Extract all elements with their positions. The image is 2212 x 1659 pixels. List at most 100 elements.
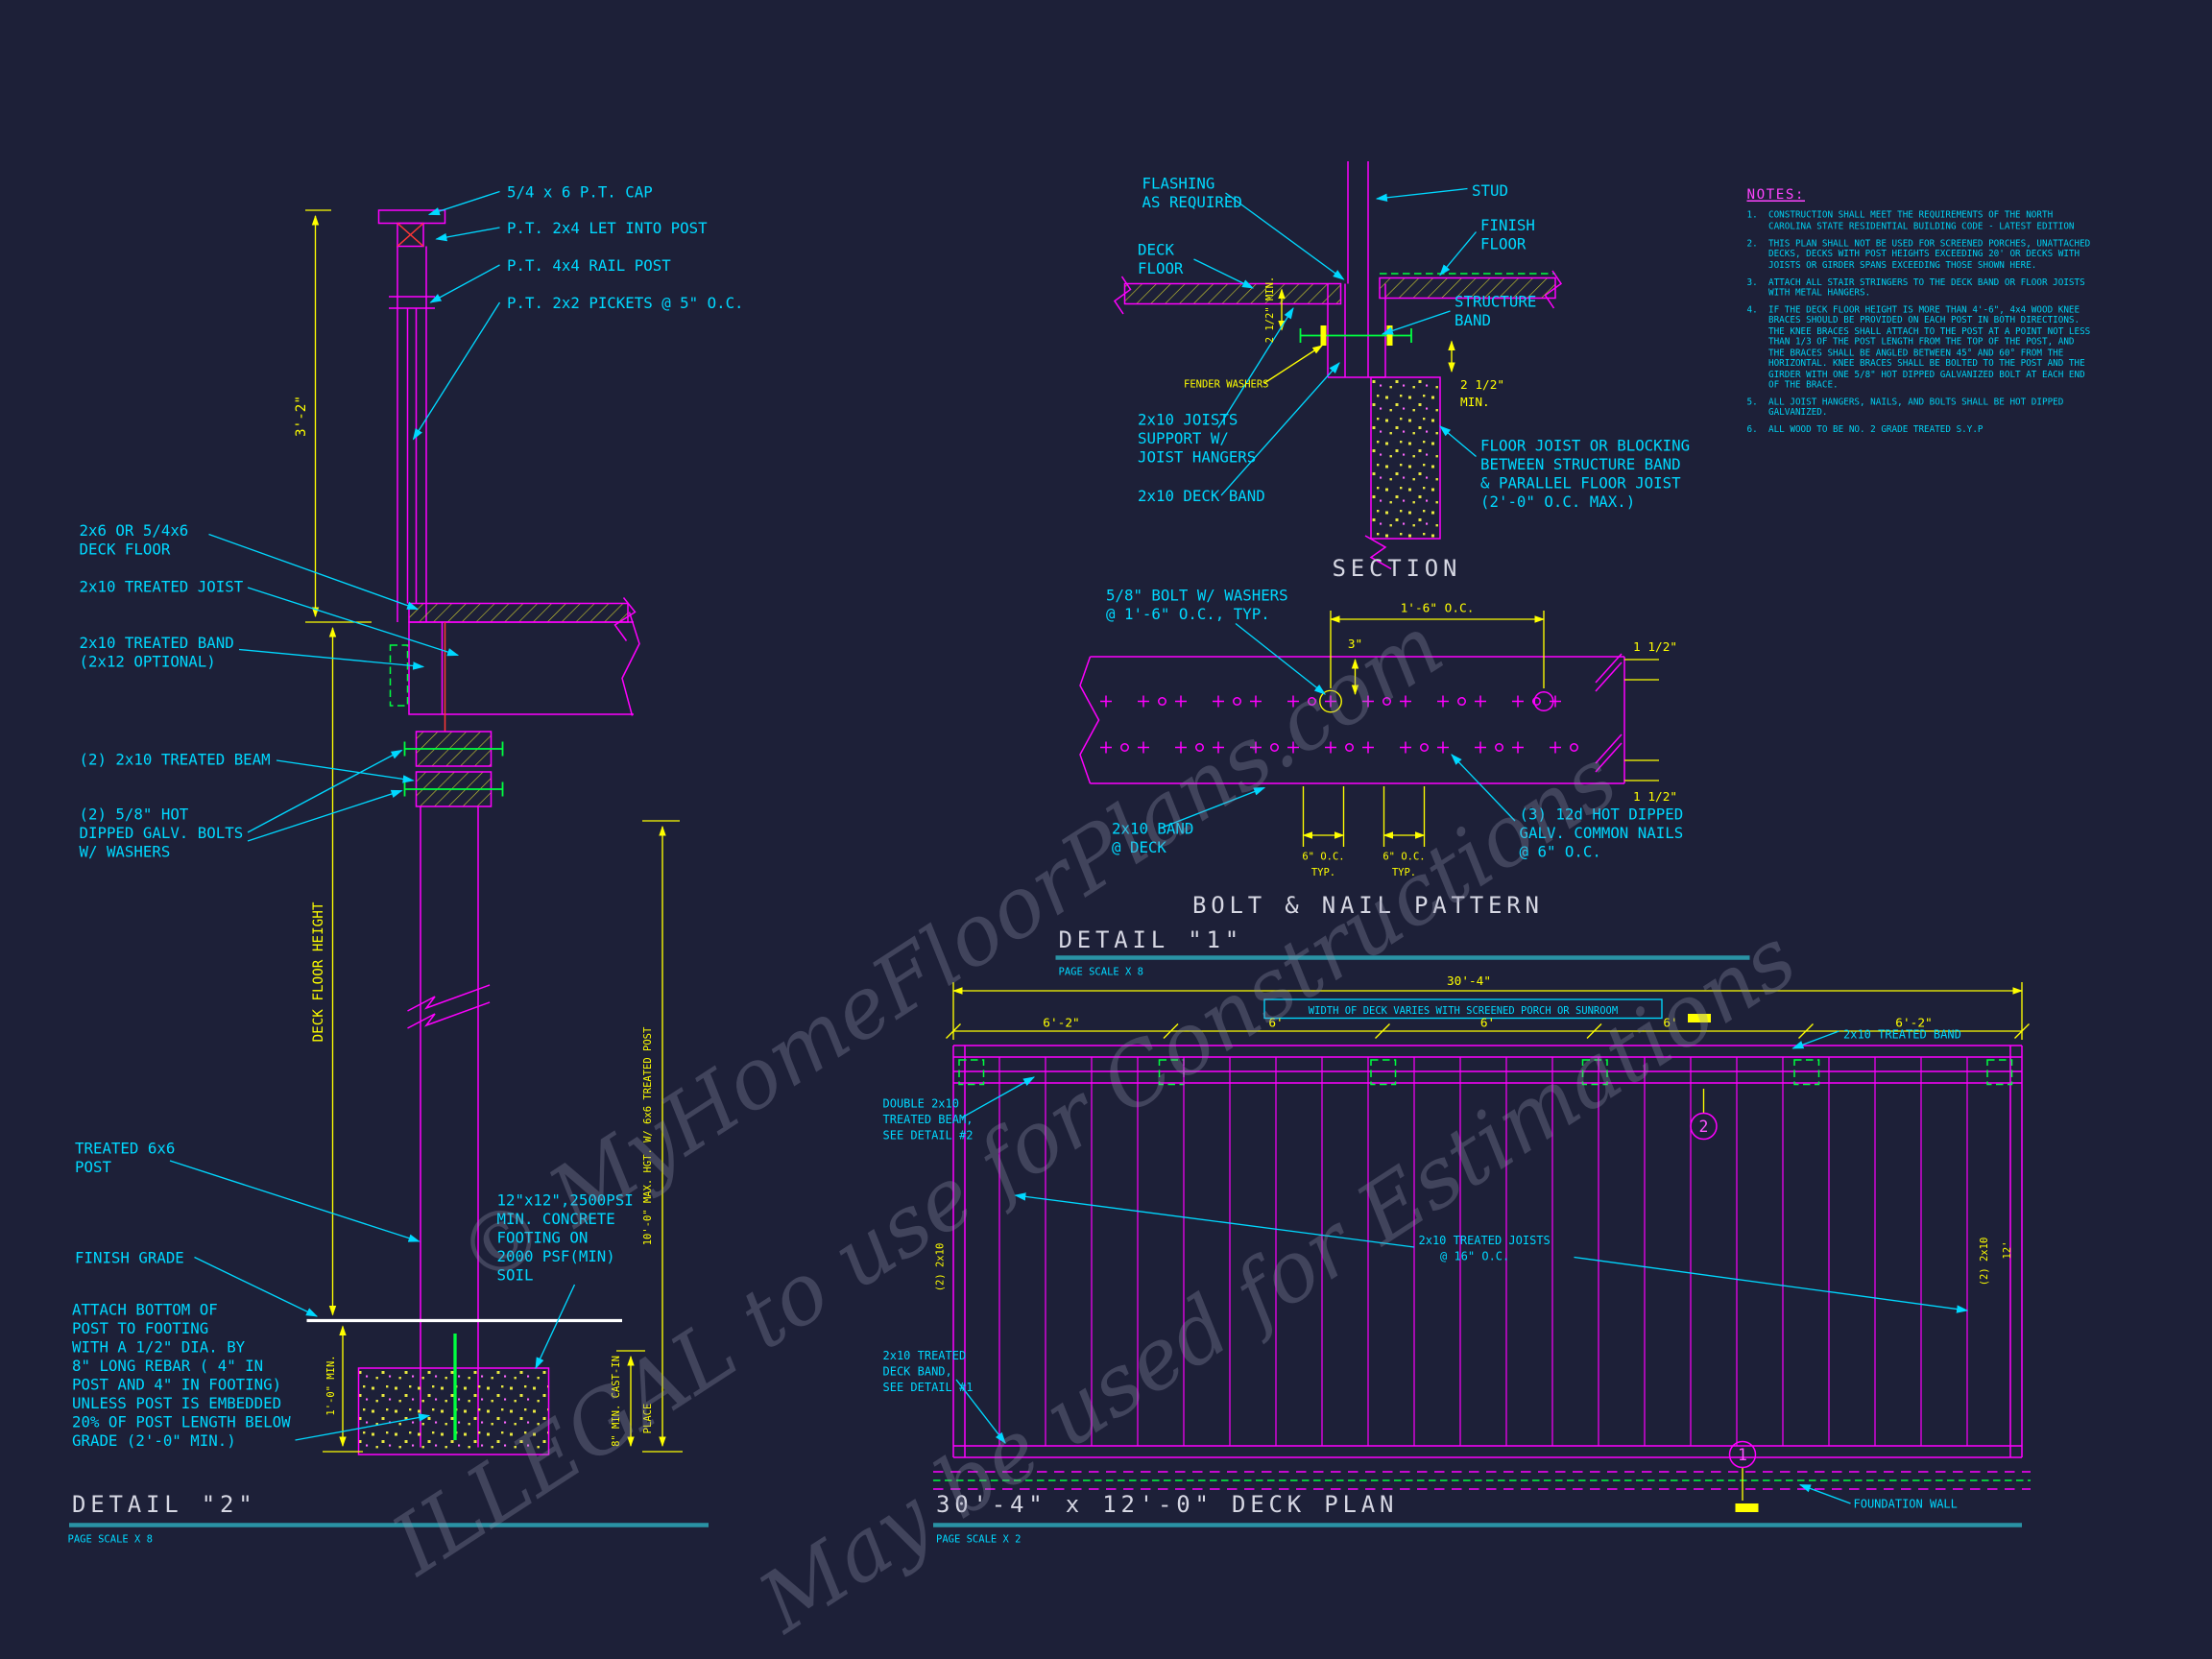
note-text: ALL WOOD TO BE NO. 2 GRADE TREATED S.Y.P [1768, 424, 1984, 436]
label-plan-joists-2: @ 16" O.C. [1440, 1250, 1509, 1263]
label-plan-deck-band-3: SEE DETAIL #1 [883, 1381, 974, 1394]
section-title: SECTION [1333, 555, 1462, 582]
detail2-drawing [169, 190, 683, 1455]
note-text: THIS PLAN SHALL NOT BE USED FOR SCREENED… [1768, 238, 2091, 271]
label-stud: STUD [1472, 181, 1508, 200]
label-attach-7: 20% OF POST LENGTH BELOW [72, 1413, 291, 1431]
label-joists-2: SUPPORT W/ [1138, 429, 1229, 447]
label-band-1: 2x10 TREATED BAND [80, 634, 234, 652]
label-bolts-2: DIPPED GALV. BOLTS [80, 824, 244, 842]
label-plan-deck-band-1: 2x10 TREATED [883, 1349, 967, 1362]
note-item: 1. CONSTRUCTION SHALL MEET THE REQUIREME… [1747, 211, 2093, 232]
label-deck-band: 2x10 DECK BAND [1138, 487, 1265, 505]
label-band-deck-1: 2x10 BAND [1112, 820, 1193, 838]
note-number: 2. [1746, 238, 1758, 250]
notes-panel: NOTES: 1. CONSTRUCTION SHALL MEET THE RE… [1747, 187, 2093, 443]
label-nails-2: GALV. COMMON NAILS [1520, 824, 1684, 842]
note-item: 3. ATTACH ALL STAIR STRINGERS TO THE DEC… [1747, 277, 2093, 299]
label-dbl-beam-3: SEE DETAIL #2 [883, 1129, 974, 1142]
detail2-page-scale: PAGE SCALE X 8 [68, 1534, 154, 1546]
detail1-drawing [1079, 611, 1659, 847]
label-plan-deck-band-2: DECK BAND, [883, 1365, 952, 1379]
callout-2: 2 [1699, 1118, 1709, 1136]
note-number: 4. [1746, 304, 1758, 316]
dim-top-edge: 3" [1348, 637, 1362, 652]
dim-edge-bot: 1 1/2" [1633, 790, 1677, 805]
label-band-2: (2x12 OPTIONAL) [80, 653, 216, 671]
label-floor-joist-4: (2'-0" O.C. MAX.) [1480, 493, 1635, 511]
label-finish-floor-2: FLOOR [1480, 235, 1527, 253]
label-footing-3: FOOTING ON [497, 1229, 589, 1247]
label-deck-floor-1: 2x6 OR 5/4x6 [80, 521, 189, 540]
label-floor-joist-2: BETWEEN STRUCTURE BAND [1480, 455, 1681, 473]
note-item: 2. THIS PLAN SHALL NOT BE USED FOR SCREE… [1747, 239, 2093, 271]
label-attach-1: ATTACH BOTTOM OF [72, 1301, 218, 1319]
section-labels: FLASHING AS REQUIRED STUD FINISH FLOOR D… [1138, 175, 1690, 583]
label-band-deck-2: @ DECK [1112, 838, 1166, 856]
label-bolt-1: 5/8" BOLT W/ WASHERS [1106, 587, 1288, 605]
label-finish-floor-1: FINISH [1480, 216, 1535, 234]
note-item: 5. ALL JOIST HANGERS, NAILS, AND BOLTS S… [1747, 397, 2093, 419]
label-sec-deck-floor-1: DECK [1138, 241, 1174, 259]
detail1-page-scale: PAGE SCALE X 8 [1059, 967, 1144, 978]
pattern-title: BOLT & NAIL PATTERN [1192, 892, 1544, 919]
label-nails-3: @ 6" O.C. [1520, 843, 1601, 861]
label-attach-4: 8" LONG REBAR ( 4" IN [72, 1357, 263, 1375]
label-bolts-3: W/ WASHERS [80, 843, 171, 861]
dim-cast-1: 8" MIN. CAST-IN [611, 1356, 622, 1447]
dim-depth: 12' [2002, 1241, 2013, 1260]
label-post-2: POST [75, 1158, 111, 1176]
deck-plan-labels: 30'-4" WIDTH OF DECK VARIES WITH SCREENE… [883, 974, 2022, 1546]
deck-plan-title: 30'-4" x 12'-0" DECK PLAN [936, 1491, 1398, 1518]
dim-overall: 30'-4" [1447, 974, 1491, 989]
detail1-title: DETAIL "1" [1059, 926, 1244, 953]
dim-6oc-2: 6" O.C. [1382, 852, 1425, 863]
label-floor-joist-1: FLOOR JOIST OR BLOCKING [1480, 437, 1690, 455]
seg-dim-1: 6'-2" [1043, 1017, 1079, 1031]
dim-cast-2: PLACE [642, 1404, 654, 1434]
seg-dim-4: 6' [1663, 1017, 1677, 1031]
label-footing-1: 12"x12",2500PSI [497, 1191, 634, 1210]
label-foundation: FOUNDATION WALL [1854, 1498, 1958, 1511]
label-double-left: (2) 2x10 [935, 1243, 947, 1292]
label-joists-1: 2x10 JOISTS [1138, 411, 1238, 429]
dim-min-left: 2 1/2" MIN. [1264, 276, 1276, 344]
dim-typ-1: TYP. [1311, 867, 1335, 878]
deck-plan-page-scale: PAGE SCALE X 2 [936, 1534, 1022, 1546]
label-flashing-1: FLASHING [1142, 175, 1215, 193]
label-deck-floor-2: DECK FLOOR [80, 541, 171, 559]
deck-plan-drawing [933, 982, 2031, 1512]
label-footing-5: SOIL [497, 1266, 534, 1285]
label-joist: 2x10 TREATED JOIST [80, 578, 244, 596]
note-text: ATTACH ALL STAIR STRINGERS TO THE DECK B… [1768, 276, 2085, 299]
label-pickets: P.T. 2x2 PICKETS @ 5" O.C. [507, 294, 744, 312]
dim-rail-height: 3'-2" [294, 396, 309, 437]
dim-deck-floor-height: DECK FLOOR HEIGHT [311, 902, 326, 1042]
width-note: WIDTH OF DECK VARIES WITH SCREENED PORCH… [1309, 1005, 1618, 1017]
label-joists-3: JOIST HANGERS [1138, 448, 1256, 467]
note-number: 5. [1746, 397, 1758, 408]
label-let-in: P.T. 2x4 LET INTO POST [507, 219, 708, 237]
dim-min-right-1: 2 1/2" [1460, 378, 1504, 393]
section-drawing [1113, 161, 1563, 570]
label-dbl-beam-2: TREATED BEAM, [883, 1113, 974, 1126]
dim-embed: 1'-0" MIN. [325, 1355, 337, 1415]
dim-6oc-1: 6" O.C. [1302, 852, 1344, 863]
label-floor-joist-3: & PARALLEL FLOOR JOIST [1480, 474, 1681, 493]
detail2-title: DETAIL "2" [72, 1491, 257, 1518]
label-footing-2: MIN. CONCRETE [497, 1210, 615, 1228]
label-bolt-2: @ 1'-6" O.C., TYP. [1106, 605, 1270, 623]
label-beam: (2) 2x10 TREATED BEAM [80, 751, 271, 769]
note-number: 1. [1746, 210, 1758, 222]
label-bolts-1: (2) 5/8" HOT [80, 805, 189, 824]
dim-max-height: 10'-0" MAX. HGT. W/ 6x6 TREATED POST [642, 1026, 654, 1245]
label-attach-5: POST AND 4" IN FOOTING) [72, 1376, 281, 1394]
label-cap: 5/4 x 6 P.T. CAP [507, 183, 653, 202]
label-nails-1: (3) 12d HOT DIPPED [1520, 805, 1684, 824]
label-grade: FINISH GRADE [75, 1249, 184, 1267]
label-dbl-beam-1: DOUBLE 2x10 [883, 1097, 959, 1111]
label-structure-band-2: BAND [1455, 311, 1491, 329]
label-attach-3: WITH A 1/2" DIA. BY [72, 1338, 246, 1357]
